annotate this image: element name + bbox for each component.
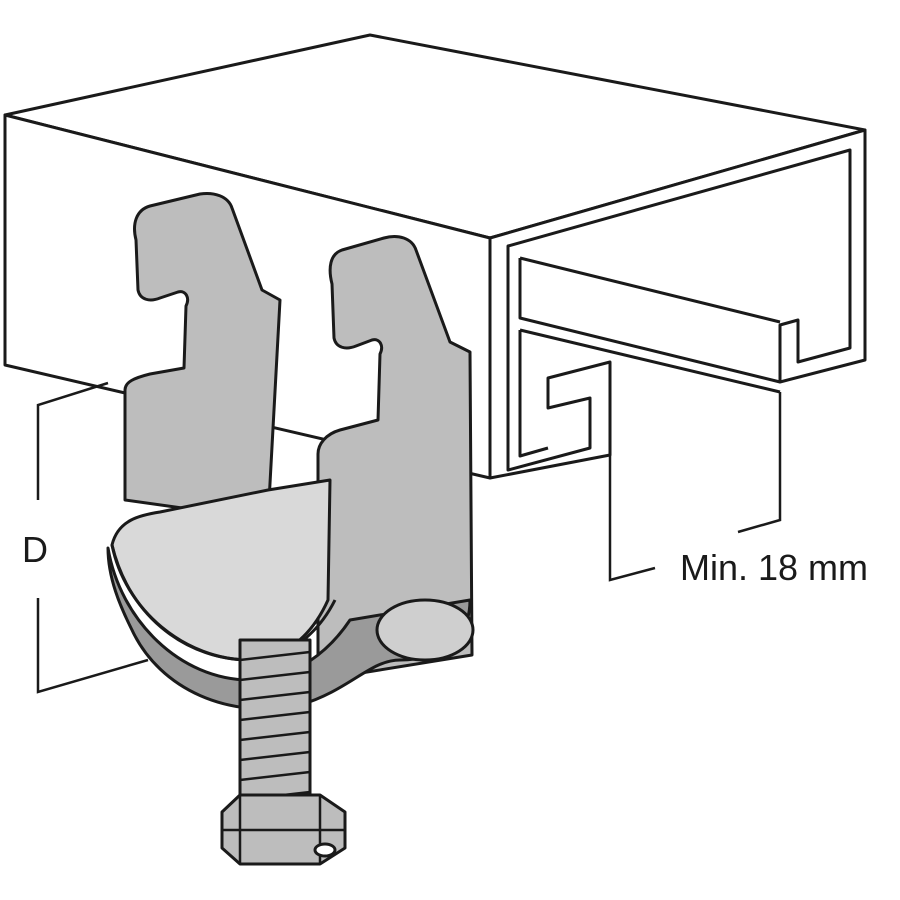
depth-dim-bottom-leader [36,598,149,694]
cradle-rim [110,544,337,662]
min-width-dim-left [608,455,656,582]
dimension-lines [36,381,782,694]
channel-inner-floor [518,328,781,458]
bracket-clip [106,192,475,866]
min-width-dim-right [737,392,782,534]
left-hook-arm [123,192,282,522]
min-width-label: Min. 18 mm [680,547,868,588]
depth-dim-top-leader [36,381,109,500]
depth-label: D [22,529,48,570]
right-hook-arm [316,235,474,682]
threaded-bolt [238,638,312,812]
cradle-cylinder-end [375,598,475,662]
hex-nut-slot [313,842,337,858]
channel-inner-lip [518,256,781,384]
